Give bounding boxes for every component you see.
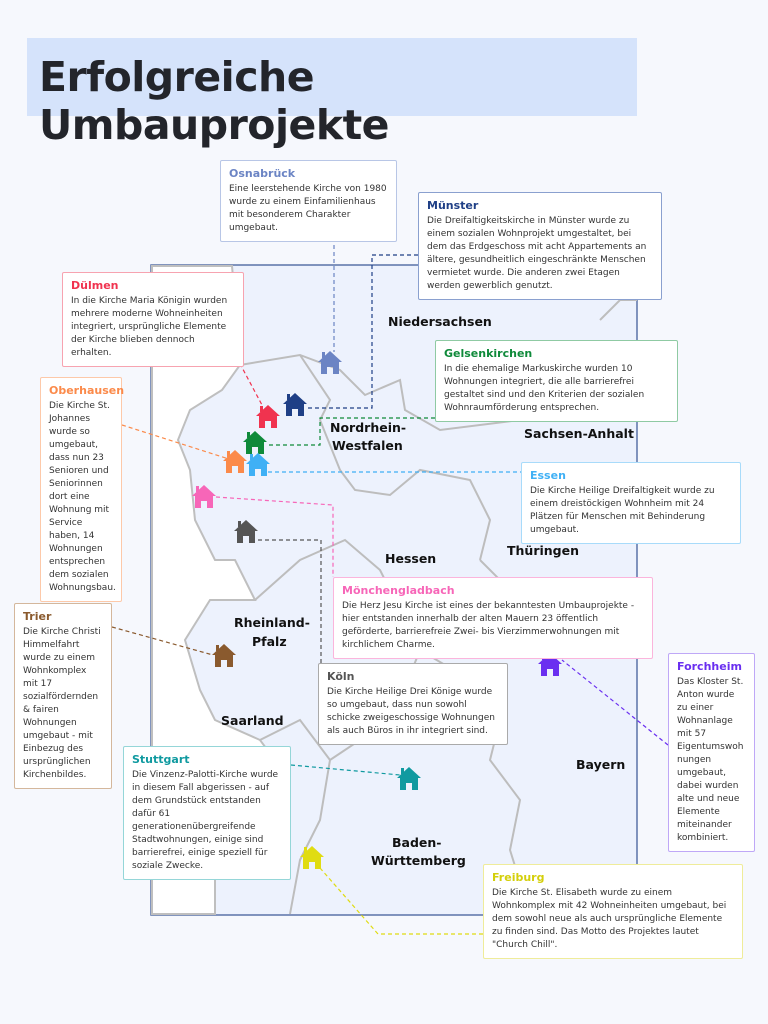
card-title: Mönchengladbach (342, 584, 455, 597)
card-title: Köln (327, 670, 355, 683)
page-title: Erfolgreiche Umbauprojekte (39, 53, 390, 149)
card-text: Die Kirche Christi Himmelfahrt wurde zu … (23, 627, 101, 780)
connector-lines (111, 224, 669, 935)
card-text: Die Kirche St. Elisabeth wurde zu einem … (492, 888, 727, 950)
title-banner: Erfolgreiche Umbauprojekte (27, 38, 637, 149)
region-hessen: Hessen (385, 551, 437, 566)
project-card-muenster: Münster Die Dreifaltigkeitskirche in Mün… (418, 192, 662, 300)
region-nrw-line1: Nordrhein- (330, 420, 407, 435)
card-text: Eine leerstehende Kirche von 1980 wurde … (229, 184, 387, 233)
house-icon-freiburg[interactable] (299, 844, 325, 870)
project-card-essen: Essen Die Kirche Heilige Dreifaltigkeit … (521, 462, 741, 544)
house-icon-trier[interactable] (211, 642, 237, 668)
house-icon-duelmen[interactable] (255, 403, 281, 429)
region-bw-line1: Baden- (392, 835, 442, 850)
project-card-moenchengladbach: Mönchengladbach Die Herz Jesu Kirche ist… (333, 577, 653, 659)
card-title: Essen (530, 469, 566, 482)
card-text: Die Dreifaltigkeitskirche in Münster wur… (427, 216, 647, 291)
project-card-freiburg: Freiburg Die Kirche St. Elisabeth wurde … (483, 864, 743, 959)
project-card-trier: Trier Die Kirche Christi Himmelfahrt wur… (14, 603, 112, 789)
card-text: In die Kirche Maria Königin wurden mehre… (71, 296, 228, 358)
project-card-stuttgart: Stuttgart Die Vinzenz-Palotti-Kirche wur… (123, 746, 291, 880)
card-title: Münster (427, 199, 479, 212)
card-title: Trier (23, 610, 52, 623)
house-icon-koeln[interactable] (233, 518, 259, 544)
house-icon-muenster[interactable] (282, 391, 308, 417)
region-sachsen-anhalt: Sachsen-Anhalt (524, 426, 634, 441)
card-title: Freiburg (492, 871, 545, 884)
project-card-duelmen: Dülmen In die Kirche Maria Königin wurde… (62, 272, 244, 367)
project-card-forchheim: Forchheim Das Kloster St. Anton wurde zu… (668, 653, 755, 852)
card-title: Forchheim (677, 660, 742, 673)
house-icon-gelsenkirchen[interactable] (242, 429, 268, 455)
region-rlp-line2: Pfalz (252, 634, 287, 649)
house-icon-oberhausen[interactable] (222, 448, 248, 474)
project-card-oberhausen: Oberhausen Die Kirche St. Johannes wurde… (40, 377, 125, 602)
card-title: Stuttgart (132, 753, 190, 766)
house-icon-essen[interactable] (245, 451, 271, 477)
region-bw-line2: Württemberg (371, 853, 466, 868)
card-text: In die ehemalige Markuskirche wurden 10 … (444, 364, 645, 413)
card-title: Oberhausen (49, 384, 125, 397)
card-title: Osnabrück (229, 167, 296, 180)
card-text: Die Kirche Heilige Dreifaltigkeit wurde … (530, 486, 715, 535)
region-bayern: Bayern (576, 757, 626, 772)
region-nrw-line2: Westfalen (332, 438, 403, 453)
region-thueringen: Thüringen (507, 543, 579, 558)
house-icon-stuttgart[interactable] (396, 765, 422, 791)
region-niedersachsen: Niedersachsen (388, 314, 492, 329)
card-text: Die Kirche St. Johannes wurde so umgebau… (49, 401, 116, 593)
region-rlp-line1: Rheinland- (234, 615, 310, 630)
card-title: Dülmen (71, 279, 119, 292)
card-text: Die Kirche Heilige Drei Könige wurde so … (327, 687, 495, 736)
region-saarland: Saarland (221, 713, 284, 728)
house-icon-moenchengladbach[interactable] (191, 483, 217, 509)
house-icon-osnabrueck[interactable] (317, 349, 343, 375)
card-text: Die Herz Jesu Kirche ist eines der bekan… (342, 601, 635, 650)
project-card-osnabrueck: Osnabrück Eine leerstehende Kirche von 1… (220, 160, 397, 242)
project-card-gelsenkirchen: Gelsenkirchen In die ehemalige Markuskir… (435, 340, 678, 422)
card-title: Gelsenkirchen (444, 347, 533, 360)
card-text: Das Kloster St. Anton wurde zu einer Woh… (677, 677, 744, 843)
project-card-koeln: Köln Die Kirche Heilige Drei Könige wurd… (318, 663, 508, 745)
card-text: Die Vinzenz-Palotti-Kirche wurde in dies… (132, 770, 279, 871)
